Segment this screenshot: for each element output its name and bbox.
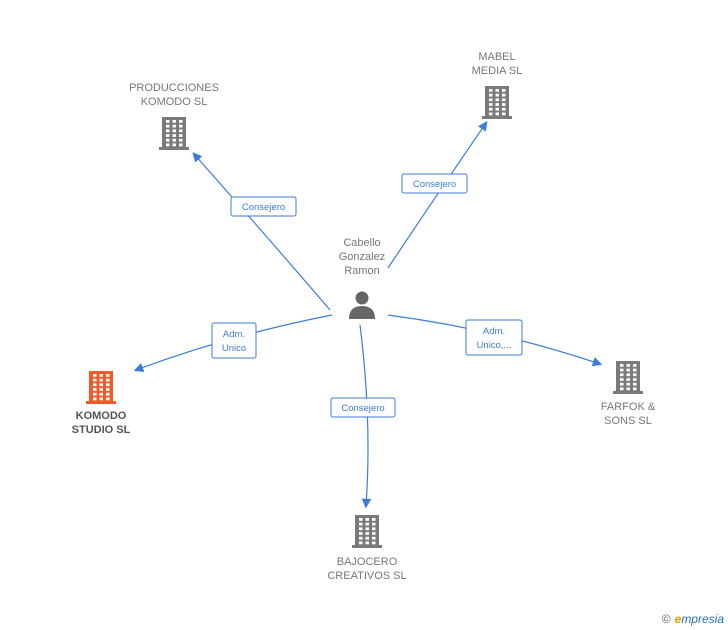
building-icon[interactable] [352, 515, 382, 548]
person-name: Gonzalez [339, 251, 385, 263]
edge-komodo[interactable]: Adm. Unico [133, 314, 333, 372]
brand-logo[interactable]: empresia [674, 612, 724, 626]
company-name: CREATIVOS SL [327, 570, 406, 582]
edge-label-mabel[interactable]: Consejero [401, 173, 468, 194]
company-name: FARFOK & [601, 401, 656, 413]
edge-label-komodo[interactable]: Adm. Unico [211, 322, 257, 359]
edge-label-text: Consejero [242, 202, 285, 213]
company-name: KOMODO SL [141, 96, 208, 108]
company-name: PRODUCCIONES [129, 82, 219, 94]
company-name: BAJOCERO [337, 556, 398, 568]
edge-label-text: Unico [222, 343, 246, 354]
company-name: STUDIO SL [72, 424, 131, 436]
copyright-symbol: © [661, 612, 671, 626]
company-node-komodo[interactable]: KOMODO STUDIO SL [72, 371, 131, 436]
edge-line [192, 152, 331, 311]
edge-mabel[interactable]: Consejero [387, 121, 488, 269]
edge-label-bajocero[interactable]: Consejero [330, 397, 396, 418]
company-name: MABEL [478, 51, 515, 63]
edge-label-text: Adm. [223, 329, 245, 340]
company-node-producciones[interactable]: PRODUCCIONES KOMODO SL [129, 82, 219, 150]
building-icon[interactable] [482, 86, 512, 119]
company-name: MEDIA SL [472, 65, 523, 77]
person-name: Ramon [344, 265, 379, 277]
building-icon[interactable] [613, 361, 643, 394]
edge-label-text: Unico,... [477, 340, 512, 351]
company-node-mabel[interactable]: MABEL MEDIA SL [472, 51, 523, 119]
person-name: Cabello [343, 237, 380, 249]
building-icon[interactable] [159, 117, 189, 150]
company-node-farfok[interactable]: FARFOK & SONS SL [601, 361, 656, 427]
company-name: SONS SL [604, 415, 652, 427]
edge-farfok[interactable]: Adm. Unico,... [387, 314, 603, 367]
edge-bajocero[interactable]: Consejero [330, 324, 396, 509]
edge-label-farfok[interactable]: Adm. Unico,... [465, 319, 523, 356]
edge-label-text: Adm. [483, 326, 505, 337]
edge-label-text: Consejero [341, 403, 384, 414]
edge-line [387, 121, 488, 269]
edge-producciones[interactable]: Consejero [192, 152, 331, 311]
building-icon[interactable] [86, 371, 116, 404]
edge-label-text: Consejero [413, 179, 456, 190]
company-name: KOMODO [76, 410, 127, 422]
company-node-bajocero[interactable]: BAJOCERO CREATIVOS SL [327, 515, 407, 582]
edge-label-producciones[interactable]: Consejero [230, 196, 297, 217]
person-icon [349, 291, 375, 319]
footer: © empresia [662, 612, 724, 626]
edge-line [359, 324, 372, 509]
